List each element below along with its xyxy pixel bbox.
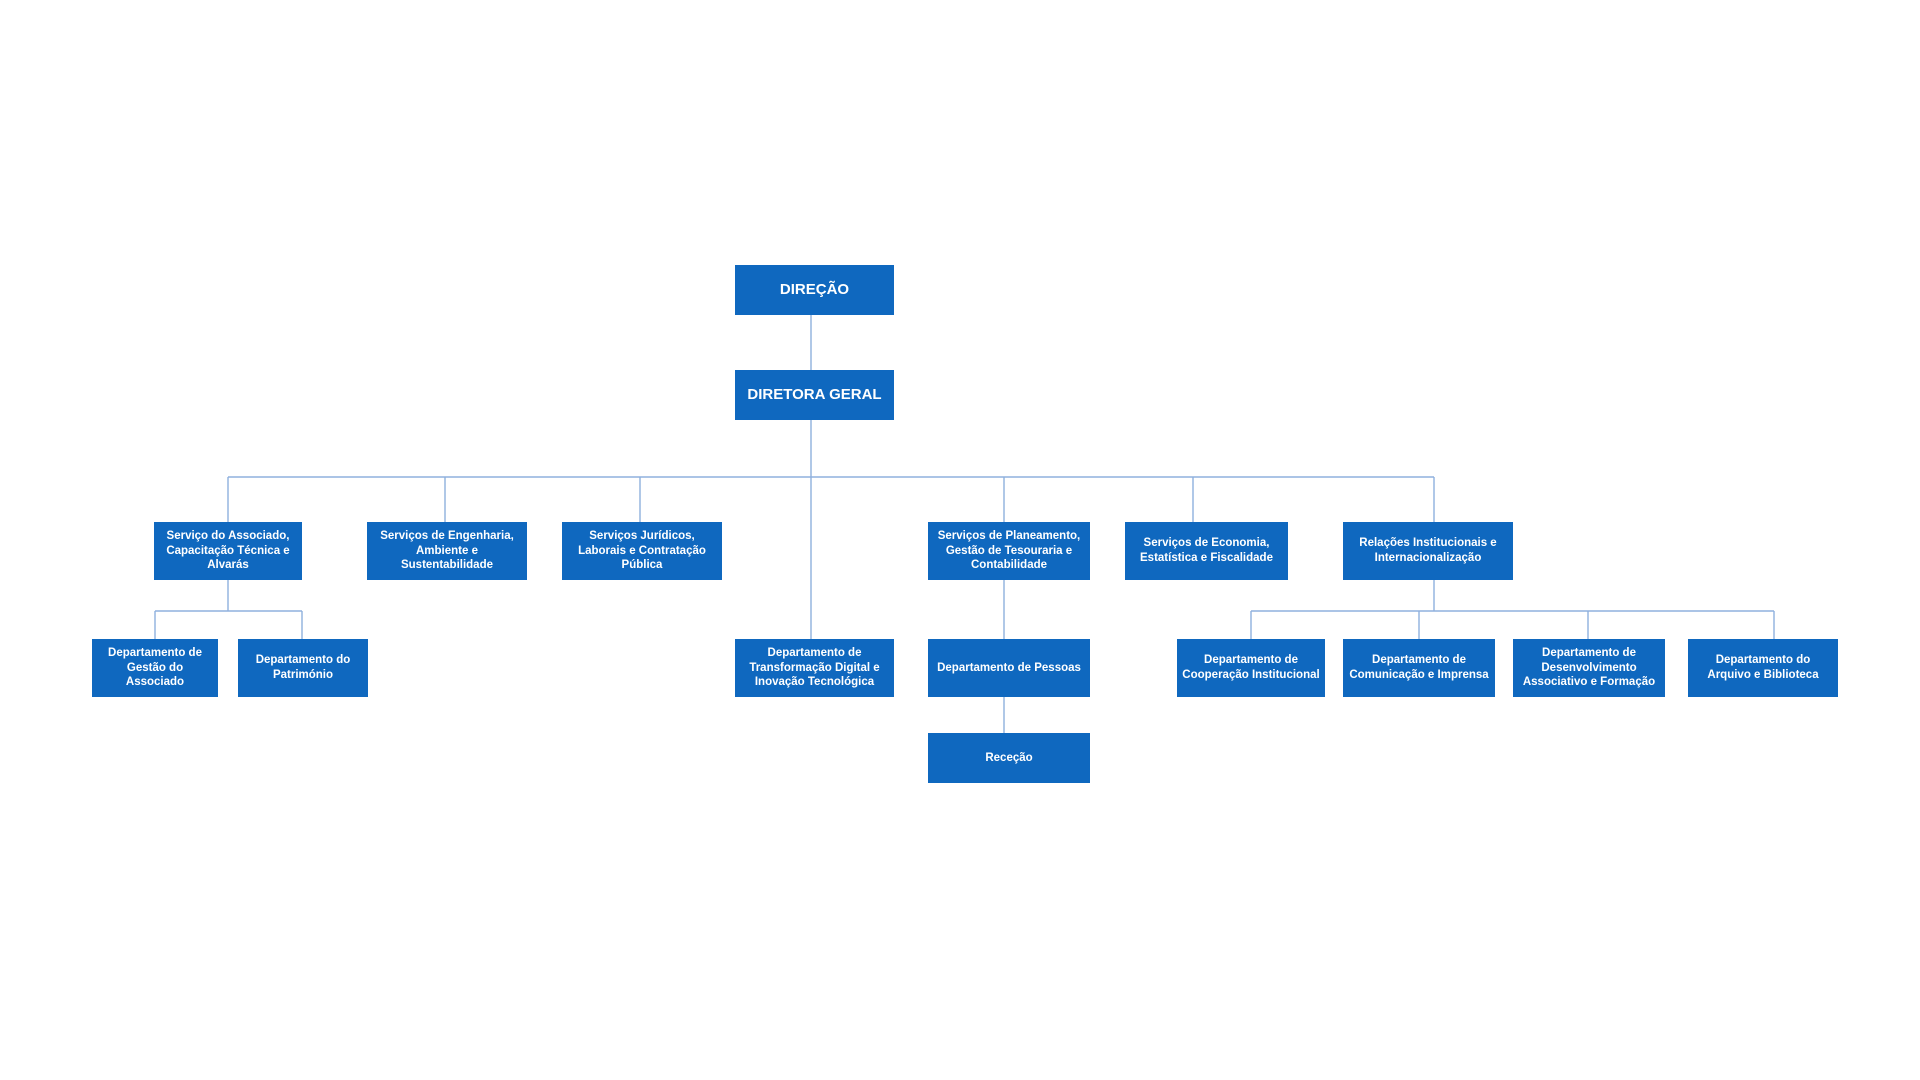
node-servico-associado: Serviço do Associado, Capacitação Técnic… bbox=[154, 522, 302, 580]
node-dep-patrimonio: Departamento do Património bbox=[238, 639, 368, 697]
node-servicos-economia: Serviços de Economia, Estatística e Fisc… bbox=[1125, 522, 1288, 580]
node-dep-arquivo: Departamento do Arquivo e Biblioteca bbox=[1688, 639, 1838, 697]
node-dep-pessoas: Departamento de Pessoas bbox=[928, 639, 1090, 697]
node-dep-cooperacao: Departamento de Cooperação Institucional bbox=[1177, 639, 1325, 697]
node-dep-gestao-associado: Departamento de Gestão do Associado bbox=[92, 639, 218, 697]
node-dep-comunicacao: Departamento de Comunicação e Imprensa bbox=[1343, 639, 1495, 697]
node-diretora-geral: DIRETORA GERAL bbox=[735, 370, 894, 420]
node-direcao: DIREÇÃO bbox=[735, 265, 894, 315]
node-relacoes-institucionais: Relações Institucionais e Internacionali… bbox=[1343, 522, 1513, 580]
node-dep-desenvolvimento: Departamento de Desenvolvimento Associat… bbox=[1513, 639, 1665, 697]
node-rececao: Receção bbox=[928, 733, 1090, 783]
node-dep-transformacao-digital: Departamento de Transformação Digital e … bbox=[735, 639, 894, 697]
node-servicos-juridicos: Serviços Jurídicos, Laborais e Contrataç… bbox=[562, 522, 722, 580]
node-servicos-planeamento: Serviços de Planeamento, Gestão de Tesou… bbox=[928, 522, 1090, 580]
node-servicos-engenharia: Serviços de Engenharia, Ambiente e Suste… bbox=[367, 522, 527, 580]
